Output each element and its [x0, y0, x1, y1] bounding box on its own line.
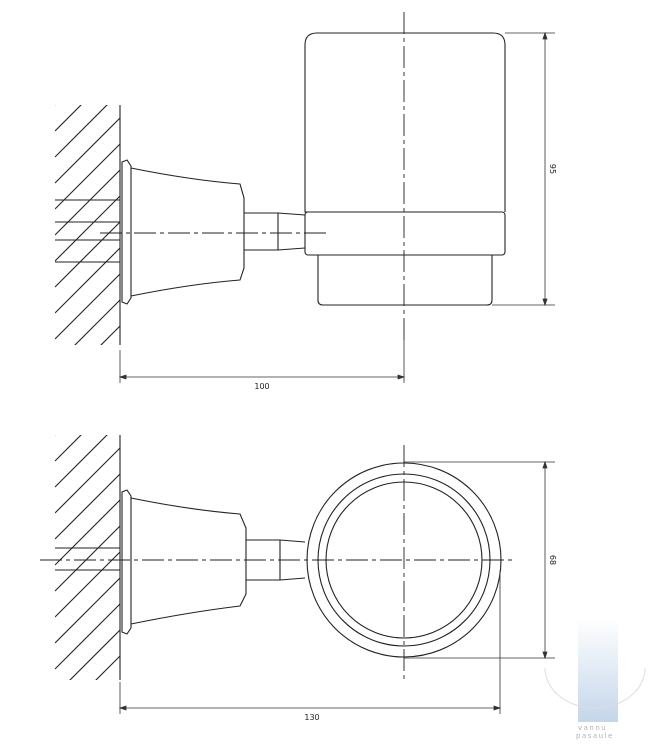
wall-hatch — [55, 105, 125, 417]
pipe-lines — [55, 547, 120, 571]
hatch-line — [69, 629, 120, 680]
glass — [304, 32, 506, 213]
hatch-line — [55, 195, 120, 262]
flange — [121, 159, 132, 305]
ring-band — [304, 211, 506, 256]
watermark-logo: vannu pasaule — [544, 618, 646, 740]
hatch-line — [55, 435, 56, 436]
dimension-label-130: 130 — [304, 713, 319, 722]
dimension-label-100: 100 — [254, 382, 269, 391]
hatch-line — [55, 499, 120, 566]
wall-hatch — [55, 435, 125, 746]
dimension-68 — [404, 460, 555, 660]
dimension-100 — [118, 340, 406, 383]
watermark-text-1: vannu — [578, 724, 607, 732]
holder-body — [130, 497, 247, 625]
hatch-line — [95, 655, 120, 680]
holder-body — [130, 167, 245, 297]
hatch-line — [55, 551, 120, 618]
pipe-lines — [55, 199, 120, 263]
top-view: 68 130 — [40, 435, 557, 746]
hatch-line — [55, 447, 120, 514]
hatch-line — [74, 299, 120, 345]
hatch-line — [55, 435, 108, 488]
hatch-line — [55, 247, 120, 314]
hatch-line — [55, 435, 82, 462]
dimension-label-95: 95 — [548, 164, 557, 174]
hatch-line — [55, 105, 56, 106]
glass-bottom — [317, 255, 493, 306]
hatch-line — [55, 473, 120, 540]
flange — [121, 489, 132, 635]
hatch-line — [55, 577, 120, 644]
dimension-label-68: 68 — [548, 555, 557, 565]
hatch-line — [55, 347, 125, 417]
stem — [244, 212, 306, 251]
watermark-text-2: pasaule — [576, 732, 614, 740]
dimension-130 — [118, 570, 502, 714]
hatch-line — [55, 105, 108, 158]
hatch-line — [55, 603, 120, 670]
hatch-line — [55, 221, 120, 288]
side-view: 100 95 — [55, 12, 557, 417]
dimension-95 — [492, 31, 555, 307]
hatch-line — [55, 273, 120, 340]
hatch-line — [55, 525, 120, 592]
hatch-line — [55, 677, 125, 746]
hatch-line — [55, 143, 120, 210]
hatch-line — [100, 325, 120, 345]
hatch-line — [55, 105, 82, 132]
hatch-line — [55, 117, 120, 184]
